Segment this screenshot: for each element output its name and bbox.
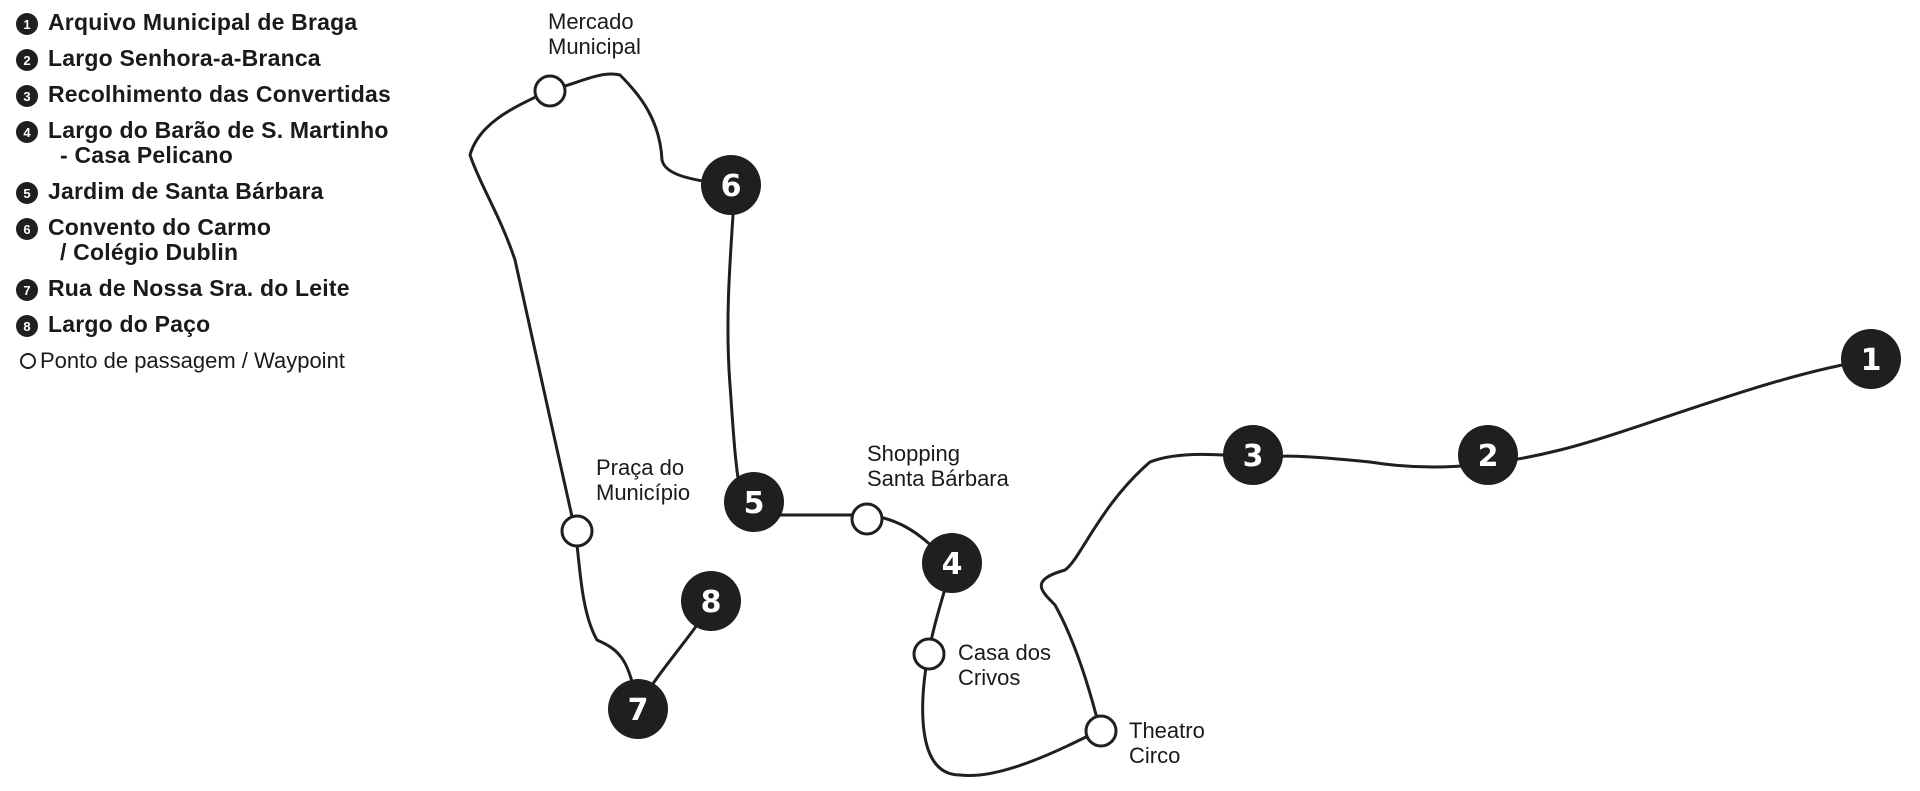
stop-marker-6: 6 <box>701 155 761 215</box>
waypoint-label-line1: Theatro <box>1129 718 1205 743</box>
waypoint-label-mercado: Mercado Municipal <box>548 9 641 59</box>
waypoint-label-line2: Circo <box>1129 743 1180 768</box>
legend-item-8: 8 Largo do Paço <box>16 312 486 337</box>
legend-item-1: 1 Arquivo Municipal de Braga <box>16 10 486 35</box>
legend-item-3: 3 Recolhimento das Convertidas <box>16 82 486 107</box>
stop-number: 1 <box>1861 343 1882 378</box>
waypoint-label-line2: Município <box>596 480 690 505</box>
stop-marker-7: 7 <box>608 679 668 739</box>
waypoint-marker <box>1084 714 1118 748</box>
waypoint-icon <box>20 353 36 369</box>
legend-label-line1: Arquivo Municipal de Braga <box>48 9 358 35</box>
stop-number: 8 <box>701 585 722 620</box>
waypoint-marker <box>533 74 567 108</box>
stop-circle <box>681 571 741 631</box>
legend-label: Rua de Nossa Sra. do Leite <box>48 276 350 301</box>
waypoint-label-line2: Municipal <box>548 34 641 59</box>
waypoint-label-praca: Praça do Município <box>596 455 690 505</box>
legend-label-line2: / Colégio Dublin <box>60 239 239 265</box>
legend-number-badge: 8 <box>16 315 38 337</box>
legend-label: Largo Senhora-a-Branca <box>48 46 321 71</box>
legend-label: Convento do Carmo/ Colégio Dublin <box>48 215 271 265</box>
legend-label-line1: Largo do Barão de S. Martinho <box>48 117 389 143</box>
stop-marker-3: 3 <box>1223 425 1283 485</box>
waypoint-label-line2: Crivos <box>958 665 1020 690</box>
legend-item-6: 6 Convento do Carmo/ Colégio Dublin <box>16 215 486 265</box>
legend-label-line1: Largo Senhora-a-Branca <box>48 45 321 71</box>
stop-marker-8: 8 <box>681 571 741 631</box>
stop-marker-5: 5 <box>724 472 784 532</box>
legend-number-badge: 2 <box>16 49 38 71</box>
legend-label-line1: Largo do Paço <box>48 311 211 337</box>
waypoint-label-line1: Shopping <box>867 441 960 466</box>
waypoint-marker <box>850 502 884 536</box>
waypoint-label-line1: Mercado <box>548 9 634 34</box>
stop-circle <box>701 155 761 215</box>
stop-circle <box>608 679 668 739</box>
waypoint-label-line1: Praça do <box>596 455 684 480</box>
legend-label: Recolhimento das Convertidas <box>48 82 391 107</box>
legend-label: Largo do Paço <box>48 312 210 337</box>
legend-label-line1: Jardim de Santa Bárbara <box>48 178 324 204</box>
stop-number: 2 <box>1478 439 1499 474</box>
waypoint-label-line2: Santa Bárbara <box>867 466 1010 491</box>
waypoint-marker <box>912 637 946 671</box>
legend-item-2: 2 Largo Senhora-a-Branca <box>16 46 486 71</box>
stop-marker-1: 1 <box>1841 329 1901 389</box>
stop-circle <box>1458 425 1518 485</box>
legend-number-badge: 1 <box>16 13 38 35</box>
stop-circle <box>724 472 784 532</box>
legend-number-badge: 4 <box>16 121 38 143</box>
legend-number-badge: 3 <box>16 85 38 107</box>
legend-number-badge: 7 <box>16 279 38 301</box>
stop-circle <box>1223 425 1283 485</box>
legend-waypoint-item: Ponto de passagem / Waypoint <box>16 348 486 374</box>
stop-number: 7 <box>628 693 649 728</box>
legend-label: Largo do Barão de S. Martinho- Casa Peli… <box>48 118 389 168</box>
legend-label-line1: Recolhimento das Convertidas <box>48 81 392 107</box>
legend-item-4: 4 Largo do Barão de S. Martinho- Casa Pe… <box>16 118 486 168</box>
stop-number: 4 <box>942 547 963 582</box>
waypoint-label-shopping: Shopping Santa Bárbara <box>867 441 1010 491</box>
legend-number-badge: 5 <box>16 182 38 204</box>
stop-number: 6 <box>721 169 742 204</box>
legend-item-7: 7 Rua de Nossa Sra. do Leite <box>16 276 486 301</box>
legend-label-line1: Rua de Nossa Sra. do Leite <box>48 275 350 301</box>
stop-circle <box>1841 329 1901 389</box>
stop-marker-4: 4 <box>922 533 982 593</box>
legend-number-badge: 6 <box>16 218 38 240</box>
legend-label-line1: Convento do Carmo <box>48 214 272 240</box>
waypoint-label-line1: Casa dos <box>958 640 1051 665</box>
map-legend: 1 Arquivo Municipal de Braga 2 Largo Sen… <box>16 10 486 374</box>
waypoint-marker <box>560 514 594 548</box>
stop-number: 3 <box>1243 439 1264 474</box>
legend-waypoint-label: Ponto de passagem / Waypoint <box>40 348 345 373</box>
legend-label: Arquivo Municipal de Braga <box>48 10 357 35</box>
legend-label-line2: - Casa Pelicano <box>60 142 234 168</box>
walking-route <box>468 72 1872 778</box>
stop-marker-2: 2 <box>1458 425 1518 485</box>
legend-label: Jardim de Santa Bárbara <box>48 179 324 204</box>
waypoint-label-casa: Casa dos Crivos <box>958 640 1057 690</box>
stop-circle <box>922 533 982 593</box>
waypoint-label-theatro: Theatro Circo <box>1129 718 1211 768</box>
legend-item-5: 5 Jardim de Santa Bárbara <box>16 179 486 204</box>
stop-number: 5 <box>744 486 765 521</box>
